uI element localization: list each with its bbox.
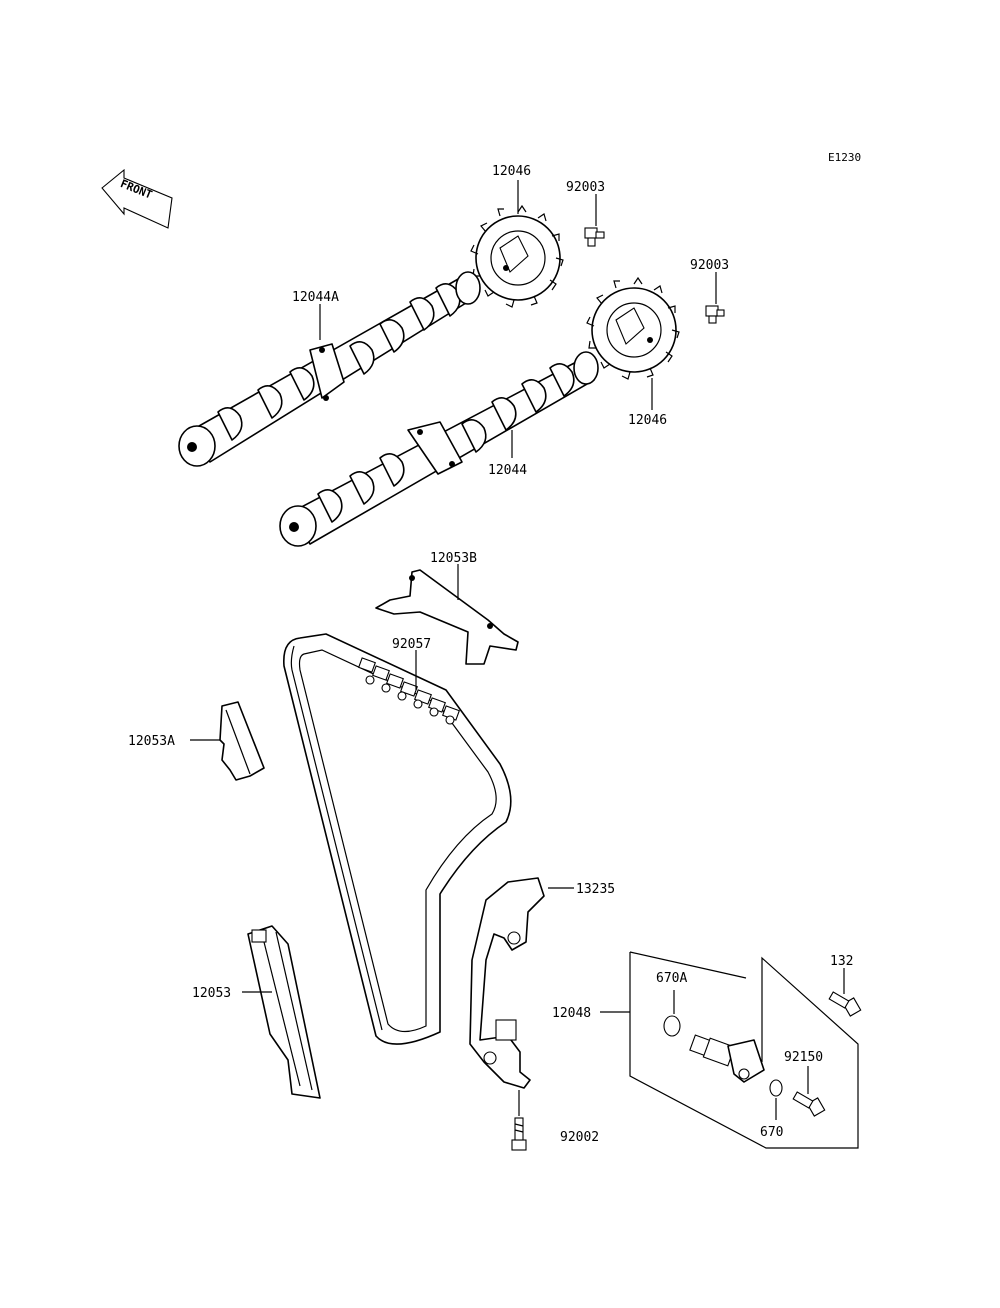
- chain-guide-rear: [247, 925, 321, 1099]
- oring-670a-icon: [663, 1015, 681, 1037]
- chain-links: [358, 657, 460, 725]
- label-camshaft-intake: 12044A: [292, 290, 339, 305]
- label-tensioner-assy: 12048: [552, 1006, 591, 1021]
- cam-chain: [283, 633, 512, 1045]
- tensioner-guide: [469, 877, 545, 1089]
- front-arrow-icon: FRONT: [101, 168, 173, 229]
- label-chain: 92057: [392, 637, 431, 652]
- label-oring-670: 670: [760, 1125, 783, 1140]
- diagram-code: E1230: [828, 151, 861, 164]
- label-guide-rear: 12053: [192, 986, 231, 1001]
- camshaft-intake: [178, 271, 481, 467]
- chain-guide-front: [219, 701, 265, 781]
- label-sprocket-lower: 12046: [628, 413, 667, 428]
- label-bolt-upper: 92003: [566, 180, 605, 195]
- label-bolt-lower: 92003: [690, 258, 729, 273]
- camshaft-exhaust: [279, 351, 599, 547]
- tensioner-assembly-box: [629, 951, 859, 1149]
- label-oring-670a: 670A: [656, 971, 687, 986]
- label-guide-upper: 12053B: [430, 551, 477, 566]
- label-guide-front: 12053A: [128, 734, 175, 749]
- tensioner-body: [689, 1034, 765, 1083]
- label-camshaft-exhaust: 12044: [488, 463, 527, 478]
- label-bolt-92002: 92002: [560, 1130, 599, 1145]
- cam-sprocket-upper: [470, 204, 564, 308]
- label-bolt-132: 132: [830, 954, 853, 969]
- bolt-92002-icon: [511, 1117, 527, 1151]
- label-bolt-92150: 92150: [784, 1050, 823, 1065]
- bolt-92150-icon: [792, 1091, 826, 1117]
- bolt-upper-icon: [584, 227, 605, 247]
- bolt-132-icon: [828, 991, 862, 1017]
- cam-sprocket-lower: [586, 276, 680, 380]
- oring-670-icon: [769, 1079, 783, 1097]
- label-tensioner-guide: 13235: [576, 882, 615, 897]
- chain-guide-upper: [375, 569, 519, 665]
- label-sprocket-upper: 12046: [492, 164, 531, 179]
- bolt-lower-icon: [705, 305, 725, 324]
